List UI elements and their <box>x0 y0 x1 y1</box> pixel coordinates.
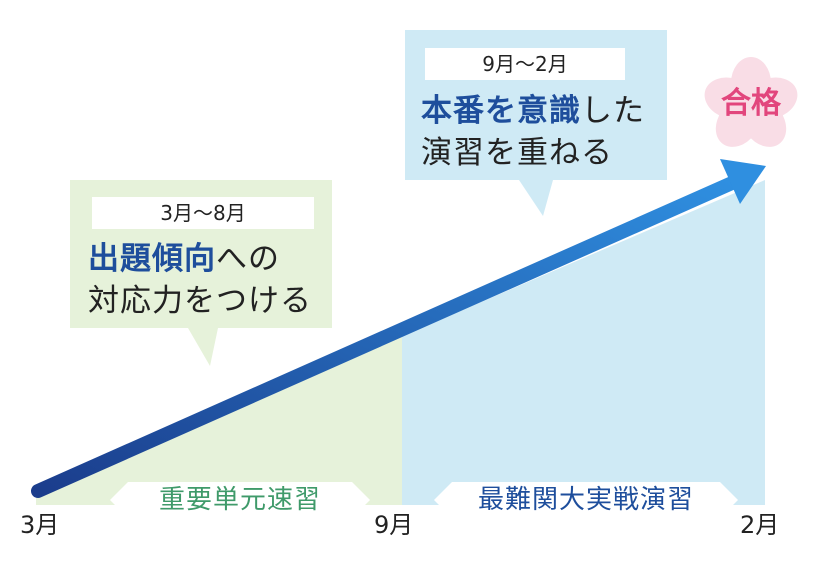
month-end: 2月 <box>740 511 780 539</box>
sakura-flower-icon <box>704 57 798 147</box>
phase1-period-text: 3月〜8月 <box>160 201 246 225</box>
phase2-callout: 9月〜2月 本番を意識した 演習を重ねる <box>405 30 667 220</box>
phase2-label: 最難関大実戦演習 <box>477 485 694 515</box>
phase2-area <box>402 180 765 505</box>
phase2-message-emphasis: 本番を意識 <box>421 93 581 129</box>
phase1-label-ribbon <box>110 482 370 518</box>
phase1-period: 3月〜8月 <box>92 197 314 229</box>
progress-arrow-shaft <box>31 176 739 498</box>
phase1-label: 重要単元速習 <box>158 485 321 515</box>
progress-arrowhead-icon <box>720 159 766 204</box>
goal-label: 合格 <box>721 86 781 121</box>
phase2-message: 本番を意識した 演習を重ねる <box>421 90 645 174</box>
phase2-message-line2: 演習を重ねる <box>421 135 613 171</box>
phase1-message-emphasis: 出題傾向 <box>88 241 216 277</box>
phase1-callout: 3月〜8月 出題傾向への 対応力をつける <box>70 180 332 370</box>
month-mid: 9月 <box>374 511 414 539</box>
phase1-message-line1: への <box>216 241 280 277</box>
phase2-label-ribbon <box>434 482 738 518</box>
phase2-period: 9月〜2月 <box>425 48 625 80</box>
phase1-area <box>36 336 402 505</box>
phase1-message-line2: 対応力をつける <box>88 283 312 319</box>
phase1-message: 出題傾向への 対応力をつける <box>88 238 312 322</box>
phase2-message-line1: した <box>581 93 645 129</box>
month-start: 3月 <box>20 511 60 539</box>
phase2-period-text: 9月〜2月 <box>482 52 568 76</box>
